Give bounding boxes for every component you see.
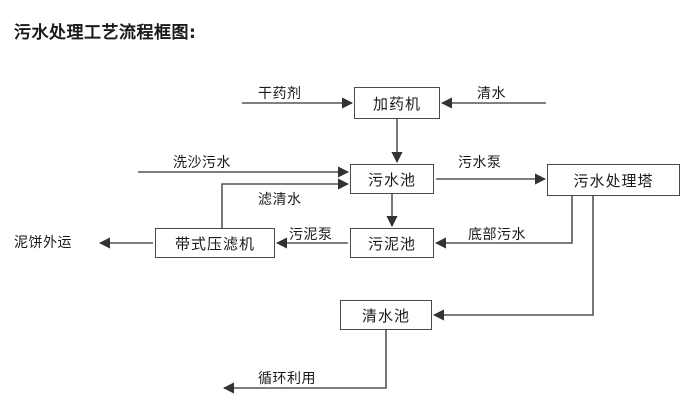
terminal-mud-cake-transport: 泥饼外运 bbox=[14, 235, 72, 251]
edge-label-filtered-clear-water: 滤清水 bbox=[258, 192, 302, 208]
edge-label-clean-water-inlet: 清水 bbox=[477, 86, 506, 102]
edge-label-sludge-pump: 污泥泵 bbox=[289, 227, 333, 243]
edge-belt-filter-press-to-wastewater-pool bbox=[221, 178, 350, 228]
edge-label-bottom-sewage: 底部污水 bbox=[468, 227, 526, 243]
node-clear-water-pool[interactable]: 清水池 bbox=[340, 300, 432, 330]
node-treatment-tower[interactable]: 污水处理塔 bbox=[547, 164, 680, 196]
edge-label-sand-wash-sewage: 洗沙污水 bbox=[173, 155, 231, 171]
node-treatment-tower-label: 污水处理塔 bbox=[573, 171, 654, 190]
node-wastewater-pool-label: 污水池 bbox=[367, 170, 416, 189]
node-sludge-pool-label: 污泥池 bbox=[367, 234, 416, 253]
edge-treatment-tower-to-sludge-pool bbox=[434, 196, 573, 249]
node-belt-filter-press[interactable]: 带式压滤机 bbox=[155, 228, 275, 258]
edge-label-dry-chemical: 干药剂 bbox=[258, 86, 302, 102]
node-clear-water-pool-label: 清水池 bbox=[361, 306, 410, 325]
edge-treatment-tower-to-clear-water-pool bbox=[432, 196, 594, 321]
node-sludge-pool[interactable]: 污泥池 bbox=[350, 228, 434, 258]
node-wastewater-pool[interactable]: 污水池 bbox=[350, 164, 434, 194]
node-dosing-machine-label: 加药机 bbox=[372, 94, 421, 113]
edge-clear-water-pool-to-recycle-reuse bbox=[222, 330, 387, 394]
edge-label-sewage-pump: 污水泵 bbox=[458, 155, 502, 171]
page-title: 污水处理工艺流程框图: bbox=[14, 23, 197, 43]
edge-label-recycle-reuse: 循环利用 bbox=[258, 371, 316, 387]
node-belt-filter-press-label: 带式压滤机 bbox=[174, 234, 255, 253]
node-dosing-machine[interactable]: 加药机 bbox=[354, 87, 440, 119]
